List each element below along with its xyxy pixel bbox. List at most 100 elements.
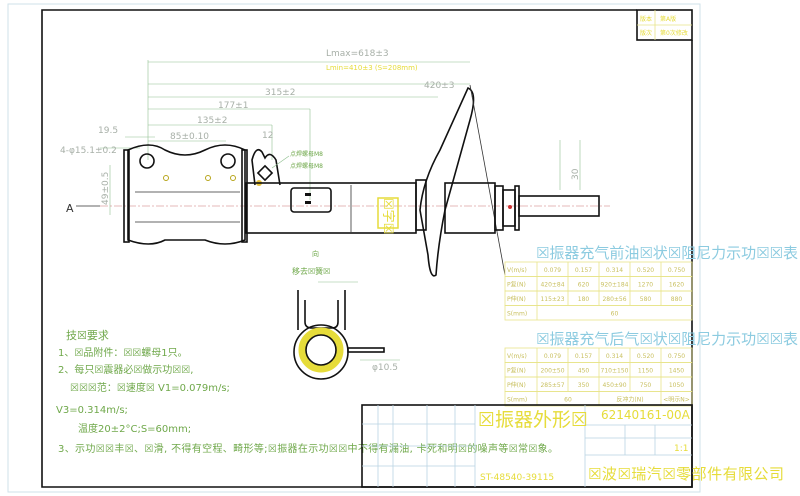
table-cell: 0.750 — [668, 353, 685, 360]
table-cell: 0.079 — [544, 353, 561, 360]
tech-req-line: 2、每只☒震器必☒做示功☒☒, — [58, 363, 193, 376]
table-cell: 420±84 — [540, 282, 564, 289]
view-direction-label: 向 — [312, 249, 319, 258]
scale: 1:1 — [674, 444, 688, 454]
table-cell: 580 — [640, 296, 652, 303]
drawing-title: ☒振器外形☒ — [478, 409, 588, 431]
dim-420: 420±3 — [424, 81, 454, 91]
eye-detail-view — [293, 281, 400, 380]
table-cell: 60 — [611, 311, 619, 318]
dimension-lines — [100, 60, 581, 215]
table-cell: 920±184 — [601, 282, 629, 289]
dim-30: 30 — [571, 168, 581, 180]
table-cell: 1620 — [669, 282, 684, 289]
dim-135: 135±2 — [197, 116, 227, 126]
table-cell: S(mm) — [507, 311, 527, 318]
dim-10-5: φ10.5 — [372, 363, 398, 373]
table-cell: 0.750 — [668, 267, 685, 274]
table-row — [504, 362, 693, 378]
table-row — [504, 391, 693, 407]
table-cell: 0.079 — [544, 267, 561, 274]
table-cell: P复(N) — [507, 281, 526, 289]
table-cell: 0.157 — [575, 353, 592, 360]
table-row — [504, 261, 693, 277]
view-arrow-a-label: A — [66, 202, 74, 215]
table-row — [504, 347, 693, 363]
table-cell: 450 — [578, 368, 590, 375]
table-cell: 1150 — [638, 368, 653, 375]
table-cell: S(mm) — [507, 397, 527, 404]
drawing-frame — [41, 9, 693, 488]
tech-req-line: 1、☒品附件：☒☒螺母1只。 — [58, 346, 188, 359]
table-cell: 710±150 — [601, 368, 629, 375]
table-cell: 350 — [578, 382, 590, 389]
dim-lmin: Lmin=410±3 (S=208mm) — [326, 64, 418, 72]
title-block — [361, 404, 693, 488]
table-cell: 0.314 — [606, 353, 623, 360]
table-cell: 1270 — [638, 282, 653, 289]
tech-req-title: 技☒要求 — [66, 329, 109, 342]
table-cell: 450±90 — [602, 382, 626, 389]
dim-12: 12 — [262, 131, 273, 141]
part-number: 62140161-00A — [601, 408, 691, 422]
front-table-title: ☒振器充气前油☒状☒阻尼力示功☒☒表 — [536, 244, 798, 262]
drawing-code: ST-48540-39115 — [480, 473, 554, 483]
hose-bracket — [251, 149, 281, 186]
table-cell: 750 — [640, 382, 652, 389]
tech-req-line: V3=0.314m/s; — [56, 405, 128, 416]
dim-49: 49±0.5 — [101, 172, 111, 205]
revision-box: 版本 第A版 版次 第0次修改 — [636, 9, 693, 41]
table-cell: 60 — [564, 397, 572, 404]
weld-nut-note-1: 点焊螺母M8 — [290, 150, 323, 158]
edition-label: 版次 — [640, 29, 652, 37]
table-cell: 285±57 — [540, 382, 564, 389]
table-row — [504, 305, 693, 321]
table-cell: V(m/s) — [507, 267, 527, 274]
table-cell: 880 — [671, 296, 683, 303]
company-name: ☒波☒瑞汽☒零部件有限公司 — [588, 465, 784, 483]
table-cell: P伸(N) — [507, 381, 526, 389]
center-mark-text: ☒字☒ — [380, 198, 395, 234]
rear-table-title: ☒振器充气后气☒状☒阻尼力示功☒☒表 — [536, 330, 798, 348]
table-cell: V(m/s) — [507, 353, 527, 360]
remove-spring-label: 移去☒簧☒ — [292, 266, 330, 276]
table-cell: 115±23 — [540, 296, 564, 303]
dim-85: 85±0.10 — [170, 132, 209, 142]
table-cell: 180 — [578, 296, 590, 303]
tech-req-line: ☒☒☒范：☒速度☒ V1=0.079m/s; — [70, 381, 230, 394]
table-cell: 280±56 — [602, 296, 626, 303]
dim-177: 177±1 — [218, 101, 248, 111]
edition-value: 第0次修改 — [660, 29, 688, 37]
dim-315: 315±2 — [265, 88, 295, 98]
dim-lmax: Lmax=618±3 — [326, 49, 389, 59]
tech-req-line: 温度20±2°C;S=60mm; — [78, 422, 191, 435]
table-row — [504, 276, 693, 292]
table-cell: <明示N> — [663, 397, 690, 404]
weld-nut-note-2: 点焊螺母M8 — [290, 162, 323, 170]
table-cell: 1450 — [669, 368, 684, 375]
tech-req-line: 3、示功☒☒丰☒、☒滑, 不得有空程、畸形等;☒振器在示功☒☒中不得有漏油, 卡… — [58, 442, 558, 455]
technical-requirements: 技☒要求 1、☒品附件：☒☒螺母1只。 2、每只☒震器必☒做示功☒☒, ☒☒☒范… — [56, 329, 558, 455]
table-cell: P复(N) — [507, 367, 526, 375]
sheet-border — [7, 3, 701, 493]
table-row — [504, 290, 693, 306]
table-cell: 反冲力(N) — [616, 396, 643, 404]
mount-bracket — [123, 144, 248, 245]
table-cell: 0.520 — [637, 267, 654, 274]
dim-hole-diameter: 4-φ15.1±0.2 — [60, 146, 117, 156]
dim-19-5: 19.5 — [98, 126, 118, 136]
table-row — [504, 376, 693, 392]
table-cell: P伸(N) — [507, 295, 526, 303]
table-cell: 0.157 — [575, 267, 592, 274]
table-cell: 1050 — [669, 382, 684, 389]
table-cell: 0.314 — [606, 267, 623, 274]
version-label: 版本 — [640, 15, 652, 23]
piston-rod — [444, 182, 600, 234]
table-cell: 0.520 — [637, 353, 654, 360]
version-value: 第A版 — [660, 15, 676, 23]
table-cell: 620 — [578, 282, 590, 289]
table-cell: 200±50 — [540, 368, 564, 375]
